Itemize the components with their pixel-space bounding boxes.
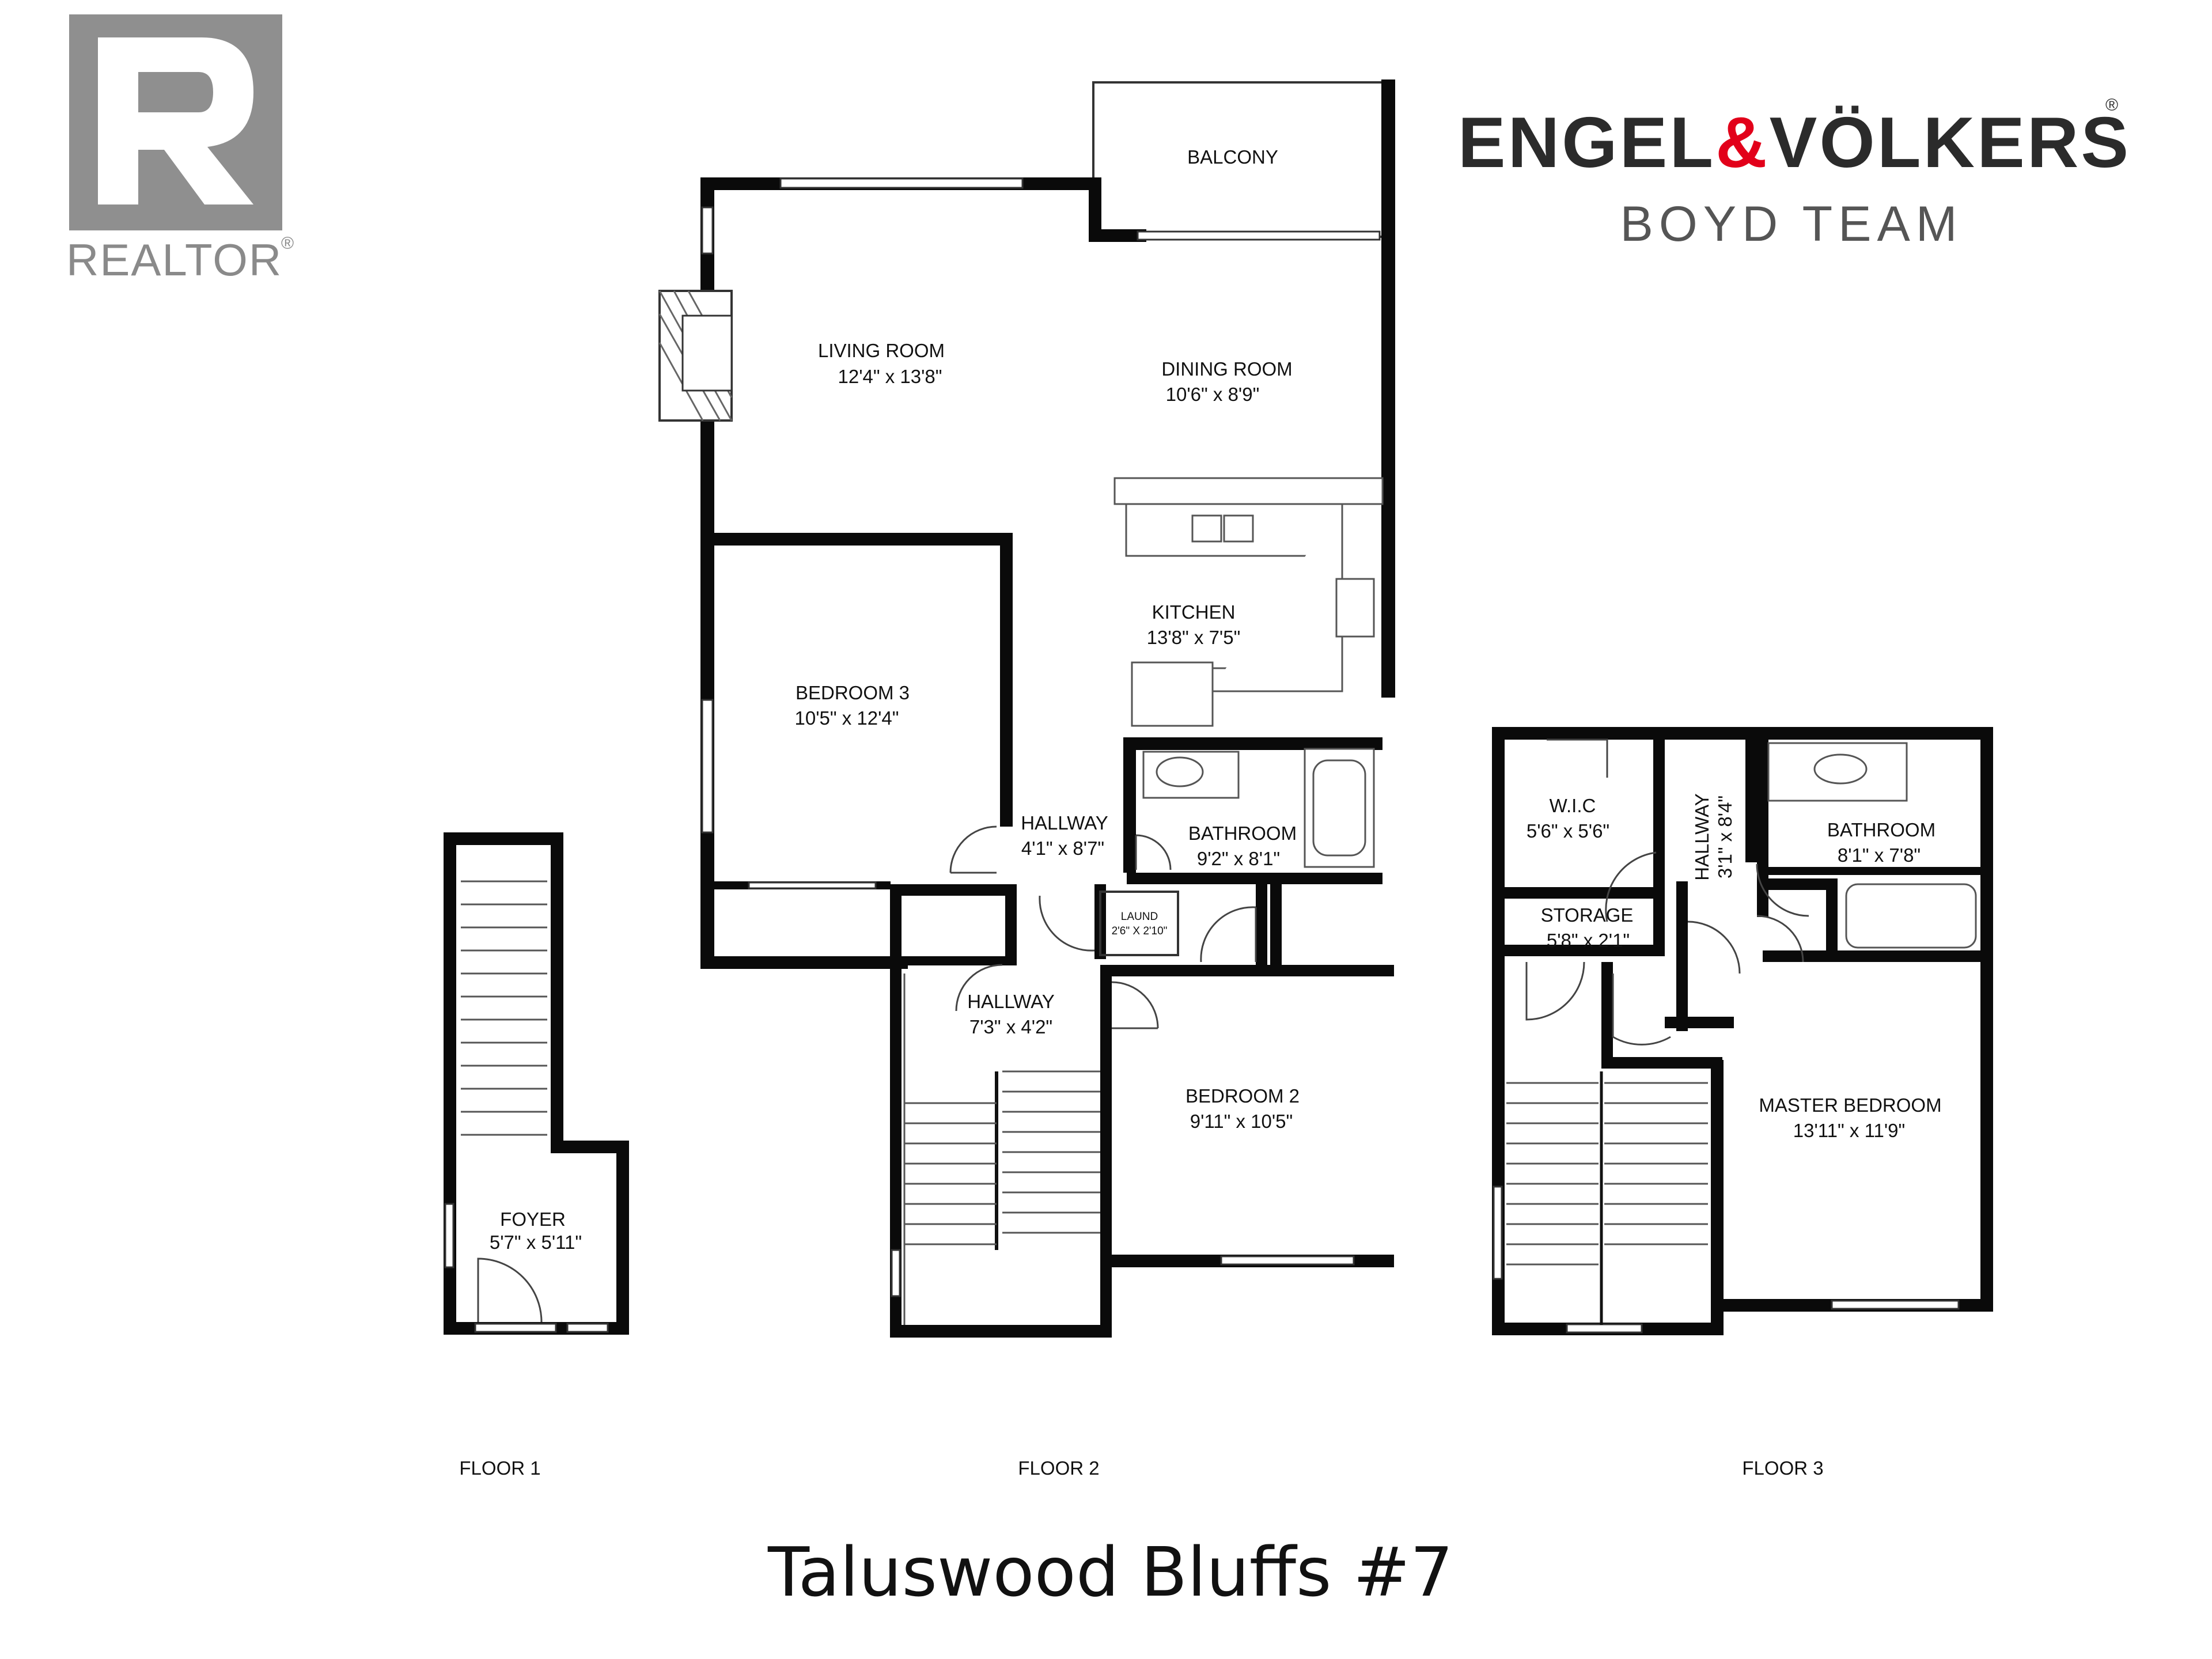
fireplace [658, 290, 733, 422]
bedroom-2-size: 9'11" x 10'5" [1190, 1111, 1293, 1132]
master-bedroom-size: 13'11" x 11'9" [1793, 1120, 1905, 1141]
brand-name-right: VÖLKERS [1770, 103, 2131, 183]
laundry-name: LAUND [1121, 911, 1158, 923]
realtor-registered-mark: ® [281, 234, 294, 253]
bathroom-floor-2-size: 9'2" x 8'1" [1197, 848, 1280, 869]
stove-icon [1335, 578, 1375, 638]
sink-icon [1813, 753, 1868, 785]
window [1831, 1300, 1960, 1310]
brand-ampersand: & [1715, 103, 1770, 183]
plan-title: Taluswood Bluffs #7 [767, 1532, 1453, 1612]
bedroom-2-name: BEDROOM 2 [1185, 1085, 1300, 1107]
dining-room-name: DINING ROOM [1161, 358, 1292, 380]
floor-3-label: FLOOR 3 [1742, 1457, 1823, 1479]
realtor-logo: REALTOR ® [66, 14, 294, 285]
foyer-size: 5'7" x 5'11" [490, 1232, 582, 1253]
kitchen-name: KITCHEN [1152, 601, 1236, 623]
bathroom-floor-3-size: 8'1" x 7'8" [1838, 844, 1921, 866]
sink-icon [1191, 514, 1222, 543]
bathtub-icon [1845, 883, 1977, 949]
hallway-upper-size: 4'1" x 8'7" [1021, 838, 1104, 859]
fridge-icon [1131, 661, 1214, 727]
laundry-closet [1099, 891, 1179, 956]
floor-2-plan [658, 79, 1395, 1338]
storage-size: 5'8" x 2'1" [1547, 930, 1630, 951]
staircase [461, 880, 547, 1136]
window [1220, 1255, 1355, 1266]
kitchen-counter [1113, 477, 1384, 727]
sink-icon [1156, 756, 1204, 787]
brand-registered-mark: ® [2105, 96, 2118, 115]
balcony-sliding-door [1137, 230, 1381, 241]
brand-name-left: ENGEL [1458, 103, 1715, 183]
sink-icon [1223, 514, 1254, 543]
hallway-floor-3-size: 3'1" x 8'4" [1714, 796, 1736, 878]
realtor-wordmark: REALTOR [66, 234, 282, 285]
floor-1-plan [444, 832, 629, 1335]
bedroom-3-size: 10'5" x 12'4" [795, 707, 899, 729]
living-room-size: 12'4" x 13'8" [838, 366, 942, 387]
floor-1-label: FLOOR 1 [459, 1457, 540, 1479]
laundry-size: 2'6" X 2'10" [1112, 925, 1168, 937]
storage-name: STORAGE [1541, 904, 1634, 926]
living-room-name: LIVING ROOM [818, 340, 945, 361]
floor-3-plan [1492, 727, 1993, 1335]
bathroom-floor-2-name: BATHROOM [1188, 823, 1297, 844]
brand-logo: ENGEL&VÖLKERS ® BOYD TEAM [1458, 96, 2131, 252]
hallway-lower-name: HALLWAY [967, 991, 1055, 1012]
kitchen-size: 13'8" x 7'5" [1147, 627, 1241, 648]
east-wall [1381, 79, 1395, 698]
wic-size: 5'6" x 5'6" [1527, 820, 1609, 842]
hallway-upper-name: HALLWAY [1021, 812, 1108, 834]
master-bedroom-name: MASTER BEDROOM [1759, 1094, 1941, 1116]
wic-name: W.I.C [1550, 795, 1596, 816]
staircase [1506, 1071, 1708, 1325]
door-swing [1135, 834, 1172, 870]
brand-team: BOYD TEAM [1620, 196, 1963, 252]
bathroom-floor-3-name: BATHROOM [1827, 819, 1936, 840]
hallway-lower-size: 7'3" x 4'2" [969, 1016, 1052, 1037]
bedroom-3-name: BEDROOM 3 [796, 682, 910, 703]
foyer-name: FOYER [500, 1209, 566, 1230]
staircase [903, 974, 1100, 1325]
hallway-floor-3-name: HALLWAY [1691, 793, 1713, 881]
brand-name: ENGEL&VÖLKERS [1458, 103, 2131, 183]
dining-room-size: 10'6" x 8'9" [1166, 384, 1260, 405]
closet-door [748, 881, 877, 889]
window [779, 177, 1024, 189]
floor-2-label: FLOOR 2 [1018, 1457, 1099, 1479]
balcony-label: BALCONY [1187, 146, 1278, 168]
